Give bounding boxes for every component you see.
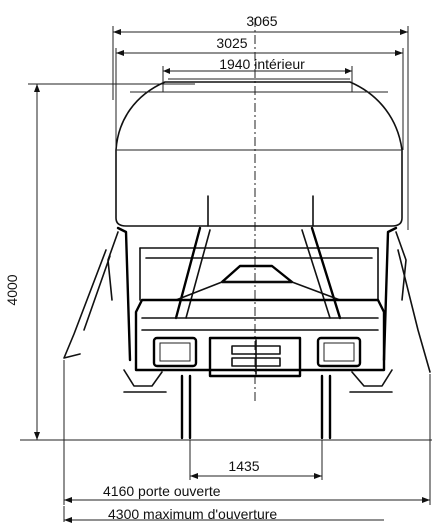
dimension-track-gauge — [189, 440, 323, 480]
label-overall-width: 3065 — [246, 13, 277, 29]
label-interior-width: 1940 intérieur — [219, 56, 305, 72]
label-height: 4000 — [4, 274, 20, 305]
label-track-gauge: 1435 — [228, 458, 259, 474]
dimension-interior-width — [162, 66, 353, 92]
label-max-opening: 4300 maximum d'ouverture — [108, 506, 277, 522]
left-buffer — [152, 336, 198, 368]
dimension-max-opening — [63, 506, 384, 523]
coupler — [208, 336, 302, 378]
dimension-overall-width — [112, 26, 409, 230]
bogie — [123, 369, 393, 440]
open-door-right — [397, 249, 431, 373]
hopper-body — [115, 78, 403, 227]
dimension-door-open — [63, 360, 431, 505]
open-door-left — [63, 249, 111, 359]
label-door-open: 4160 porte ouverte — [103, 483, 221, 499]
dimension-height — [28, 83, 195, 440]
label-body-width: 3025 — [216, 35, 247, 51]
right-buffer — [316, 336, 362, 368]
underframe — [107, 226, 407, 372]
dimension-body-width — [115, 48, 404, 150]
